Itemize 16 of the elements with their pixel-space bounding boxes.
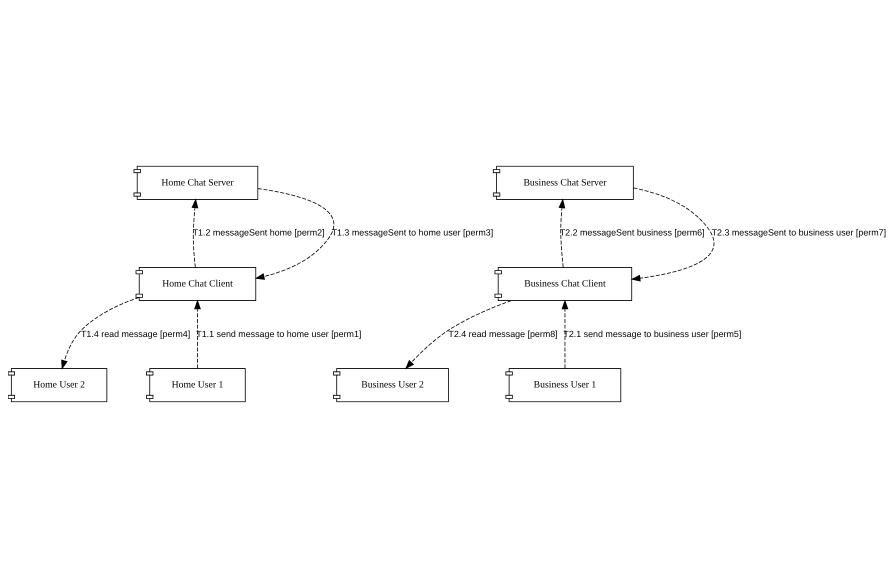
arrow [194, 299, 201, 368]
edge-label: T2.4 read message [perm8] [448, 328, 558, 338]
edge-label: T2.2 messageSent business [perm6] [560, 227, 705, 238]
arrow [61, 296, 140, 370]
arrow [192, 198, 198, 268]
arrow [405, 300, 512, 369]
edge-label: T1.1 send message to home user [perm1] [196, 328, 362, 338]
arrow [558, 198, 566, 268]
edge-label: T2.3 messageSent to business user [perm7] [712, 227, 886, 238]
edge-label: T1.3 messageSent to home user [perm3] [332, 227, 494, 238]
edge-label: T1.2 messageSent home [perm2] [192, 227, 325, 238]
edge-label: T2.1 send message to business user [perm5] [563, 328, 742, 338]
edge-label: T1.4 read message [perm4] [80, 328, 190, 338]
arrow [254, 188, 334, 280]
arrow [630, 187, 714, 282]
arrow [562, 299, 568, 368]
